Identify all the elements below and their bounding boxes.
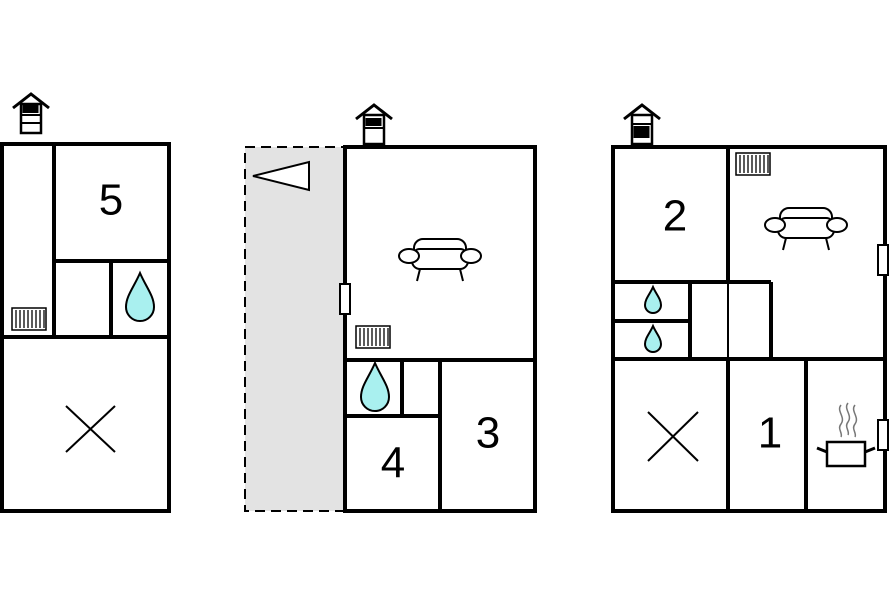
radiator-icon: [11, 307, 47, 331]
room-5-label: 5: [99, 176, 123, 225]
direction-arrow-icon: [252, 160, 310, 192]
room-4-label: 4: [381, 439, 405, 488]
sofa-icon: [764, 207, 848, 251]
floor-3-plan: 2 1: [611, 103, 889, 513]
floor-1-outline: [0, 142, 171, 513]
floor-1-plan: 5: [0, 92, 171, 513]
window-icon: [877, 419, 889, 451]
water-drop-icon: [359, 360, 391, 412]
terrace-area: [244, 146, 346, 512]
window-icon: [877, 244, 889, 276]
bed-cross-icon: [647, 411, 699, 462]
level-indicator-icon: [622, 103, 662, 146]
bed-cross-icon: [65, 405, 116, 453]
water-drop-icon: [124, 270, 156, 322]
water-drop-icon: [643, 323, 663, 353]
water-drop-icon: [643, 284, 663, 314]
room-1-label: 1: [758, 409, 782, 458]
window-icon: [339, 283, 351, 315]
floor-2-plan: 4 3: [244, 103, 537, 513]
radiator-icon: [735, 152, 771, 176]
room-2-label: 2: [663, 192, 687, 241]
room-3-label: 3: [476, 409, 500, 458]
radiator-icon: [355, 325, 391, 349]
cooking-pot-icon: [816, 402, 876, 468]
sofa-icon: [398, 238, 482, 282]
level-indicator-icon: [354, 103, 394, 146]
floor-3-outline: [611, 145, 887, 513]
level-indicator-icon: [11, 92, 51, 135]
